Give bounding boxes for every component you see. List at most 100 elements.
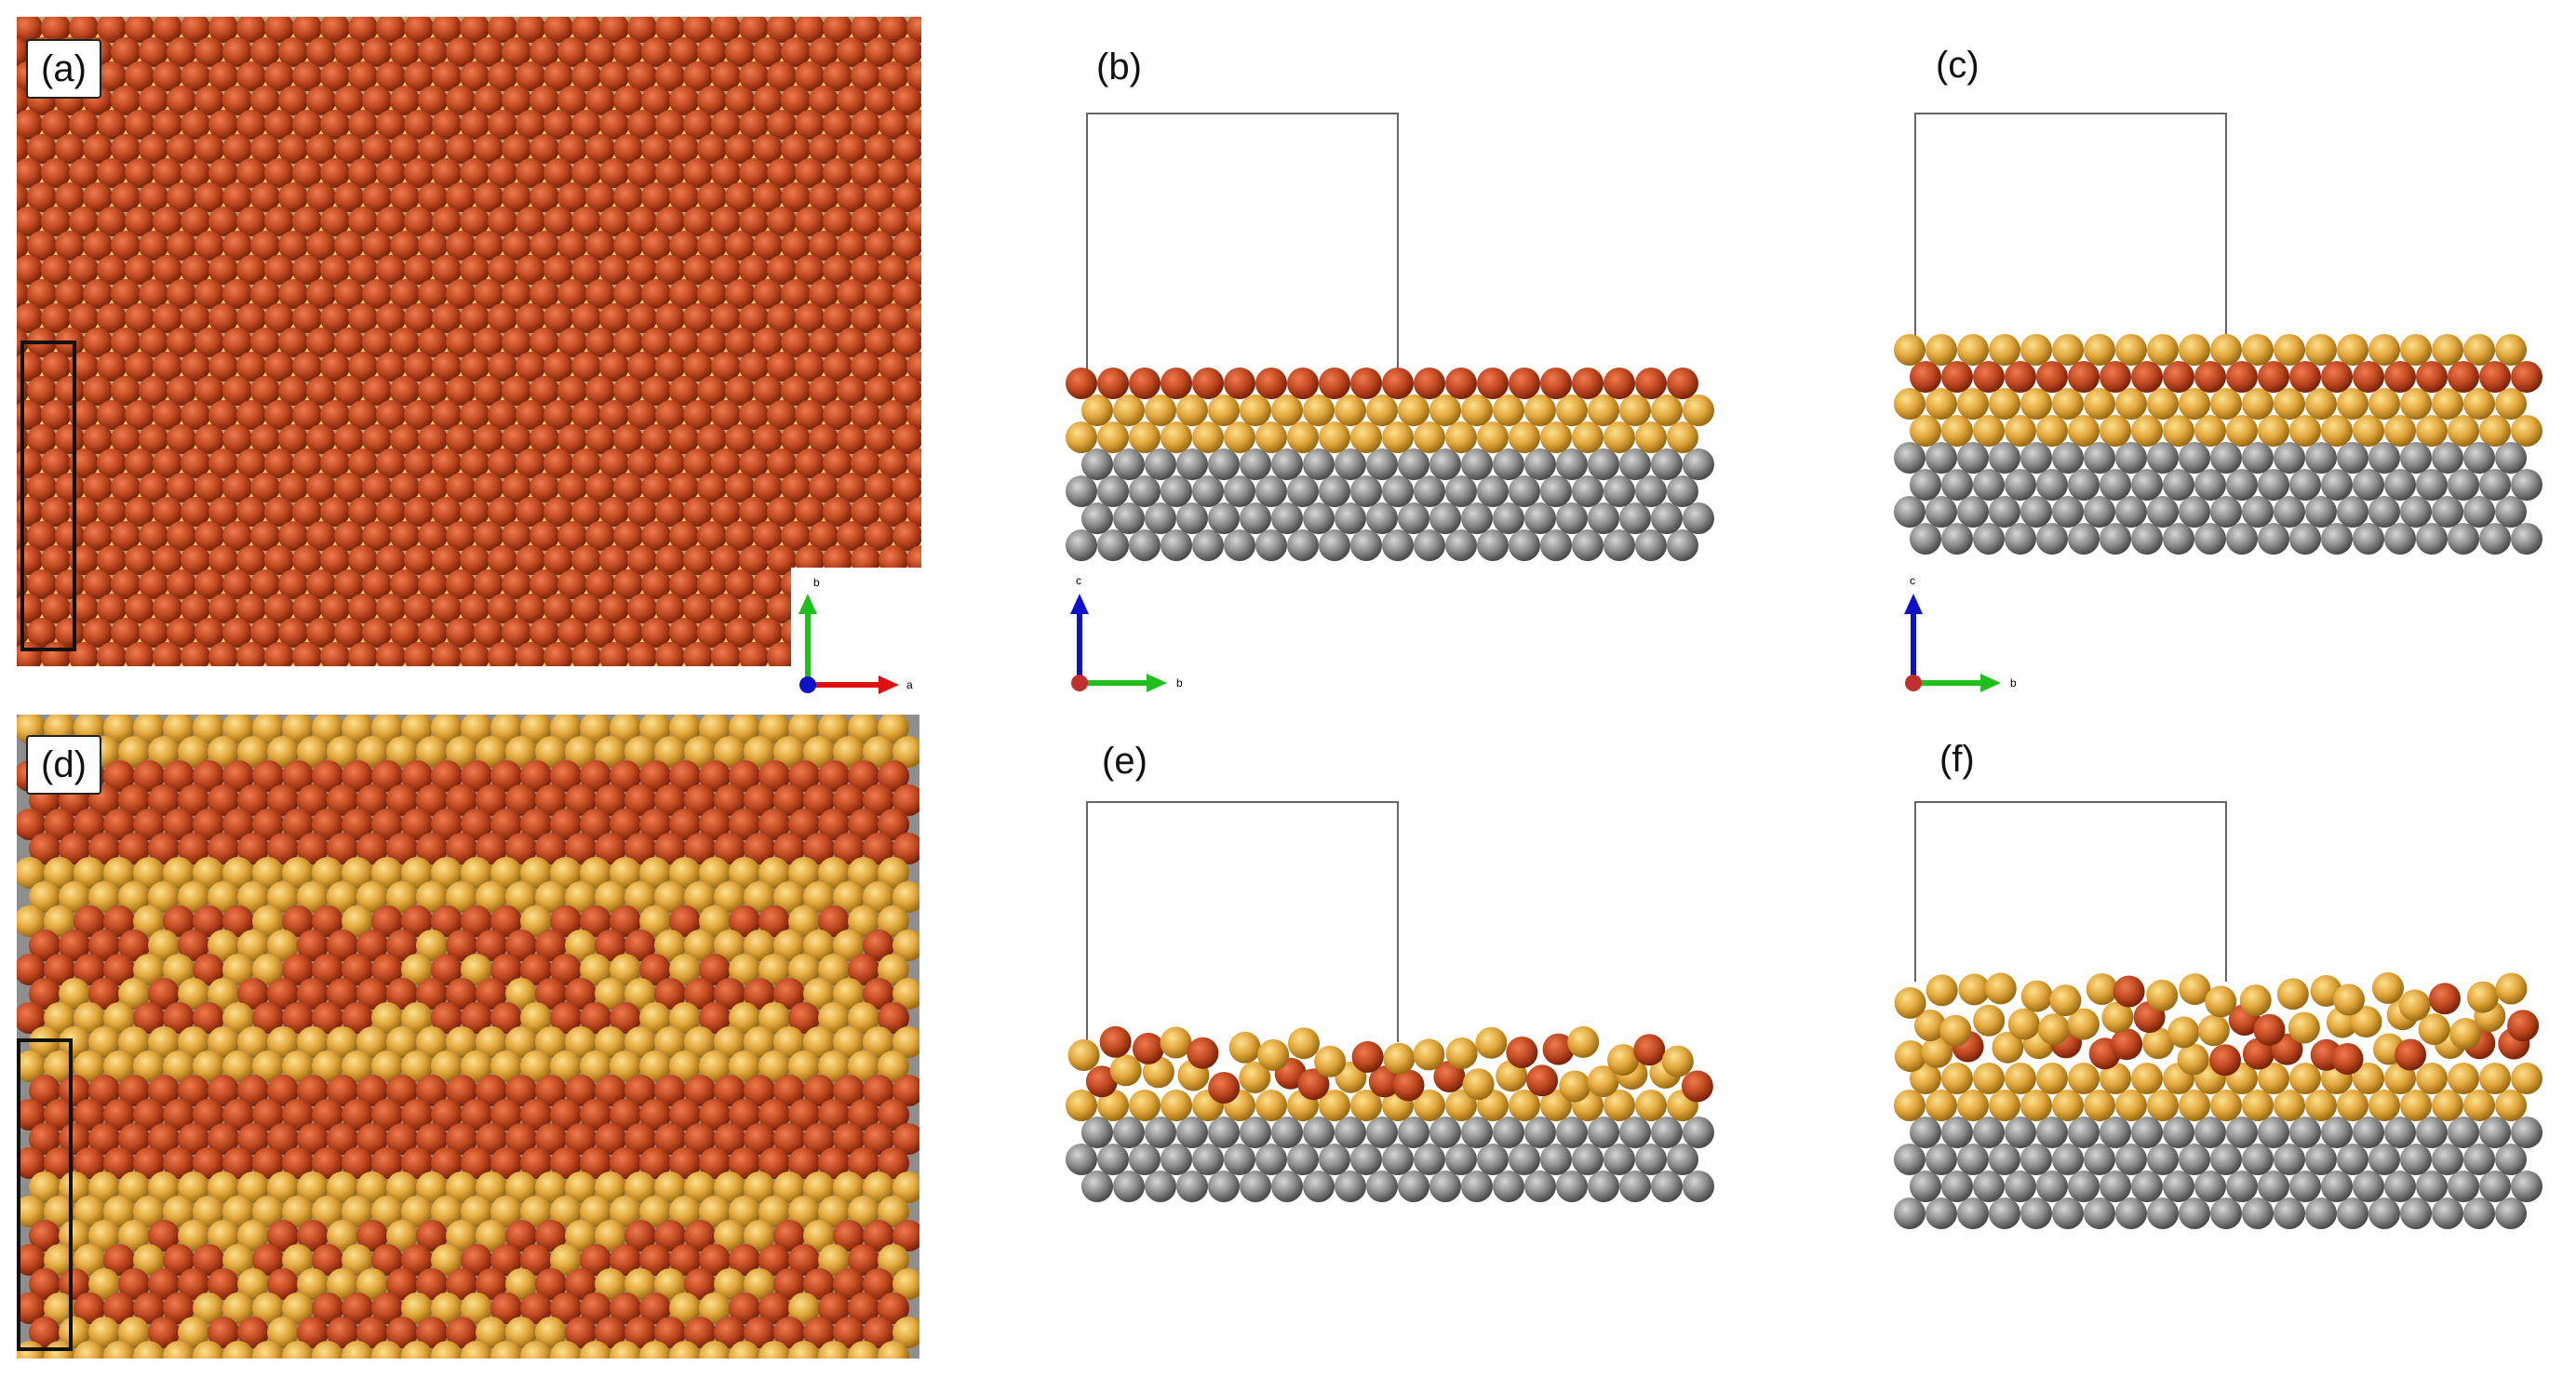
gold-atom: [2384, 1063, 2416, 1094]
gold-atom: [1587, 1065, 1619, 1098]
copper-atom: [837, 134, 866, 164]
substrate-atom: [2321, 1117, 2353, 1148]
copper-atom: [460, 642, 490, 666]
copper-atom: [404, 61, 434, 91]
copper-atom: [111, 424, 141, 454]
copper-atom: [139, 521, 168, 551]
copper-atom: [655, 642, 685, 666]
copper-atom: [739, 207, 769, 236]
copper-atom: [432, 497, 462, 527]
copper-atom: [133, 1099, 165, 1131]
substrate-atom: [2210, 442, 2242, 474]
substrate-atom: [2258, 1171, 2289, 1202]
gold-atom: [1894, 334, 1925, 366]
copper-atom: [892, 376, 921, 406]
copper-atom: [535, 930, 567, 961]
copper-atom: [543, 497, 573, 527]
copper-atom: [699, 809, 731, 840]
copper-atom: [348, 545, 378, 575]
copper-atom: [655, 303, 685, 333]
gold-atom: [2400, 1090, 2432, 1121]
copper-atom: [334, 376, 364, 406]
copper-atom: [431, 760, 463, 792]
gold-atom: [505, 881, 537, 913]
copper-atom: [446, 569, 476, 599]
copper-atom: [17, 134, 29, 164]
copper-atom: [543, 255, 573, 285]
gold-atom: [2305, 388, 2337, 420]
copper-atom: [222, 905, 254, 937]
gold-atom: [2210, 1090, 2242, 1121]
panel-c-side-view: [1889, 93, 2559, 577]
copper-atom: [167, 424, 196, 454]
substrate-atom: [1429, 1171, 1461, 1202]
copper-atom: [236, 497, 266, 527]
substrate-atom: [1588, 502, 1619, 534]
gold-atom: [2463, 334, 2495, 366]
gold-atom: [222, 1292, 254, 1324]
copper-atom: [125, 255, 154, 285]
copper-atom: [788, 1244, 820, 1276]
substrate-atom: [1161, 1144, 1192, 1175]
copper-atom: [684, 978, 716, 1010]
copper-atom: [725, 279, 755, 309]
copper-atom: [362, 279, 392, 309]
copper-atom: [236, 17, 266, 43]
copper-atom: [833, 1317, 865, 1348]
gold-atom: [1066, 1090, 1097, 1121]
copper-atom: [125, 594, 154, 623]
copper-atom: [356, 930, 388, 961]
gold-atom: [2305, 334, 2337, 366]
substrate-atom: [2337, 496, 2368, 528]
gold-atom: [565, 881, 597, 913]
gold-atom: [74, 1051, 105, 1082]
copper-atom: [297, 1317, 329, 1348]
copper-atom: [697, 182, 727, 212]
copper-atom: [306, 86, 336, 115]
copper-atom: [236, 400, 266, 430]
copper-atom: [446, 473, 476, 502]
substrate-atom: [1081, 502, 1113, 534]
substrate-atom: [1477, 475, 1509, 507]
copper-atom: [758, 905, 790, 937]
copper-atom: [599, 61, 629, 91]
gold-atom: [133, 905, 165, 937]
gold-atom: [133, 715, 165, 743]
copper-atom: [292, 448, 322, 478]
gold-atom: [580, 857, 611, 889]
copper-atom: [833, 1075, 865, 1106]
copper-atom: [879, 400, 908, 430]
copper-atom: [267, 1268, 299, 1300]
copper-atom: [278, 569, 308, 599]
copper-atom: [125, 448, 154, 478]
substrate-atom: [2368, 496, 2400, 528]
substrate-atom: [1066, 529, 1097, 561]
substrate-atom: [2179, 496, 2210, 528]
copper-atom: [655, 594, 685, 623]
copper-atom: [505, 784, 537, 816]
copper-atom: [767, 61, 797, 91]
copper-atom: [520, 809, 552, 840]
copper-atom: [29, 1220, 60, 1251]
substrate-atom: [2289, 523, 2321, 555]
substrate-atom: [2115, 442, 2147, 474]
copper-atom: [83, 569, 113, 599]
copper-atom: [818, 760, 850, 792]
gold-atom: [803, 736, 835, 768]
copper-atom: [2384, 361, 2416, 393]
copper-atom: [292, 352, 322, 381]
copper-atom: [390, 424, 420, 454]
gold-atom: [610, 1051, 641, 1082]
substrate-atom: [1603, 475, 1635, 507]
copper-atom: [669, 618, 699, 648]
copper-atom: [639, 1099, 671, 1131]
substrate-atom: [2242, 1198, 2274, 1229]
gold-atom: [2084, 388, 2115, 420]
substrate-atom: [1303, 1171, 1335, 1202]
copper-atom: [683, 110, 713, 140]
copper-atom: [725, 424, 755, 454]
copper-atom: [167, 328, 196, 357]
gold-atom: [431, 1196, 463, 1227]
copper-atom: [133, 760, 165, 792]
gold-atom: [729, 1002, 760, 1034]
